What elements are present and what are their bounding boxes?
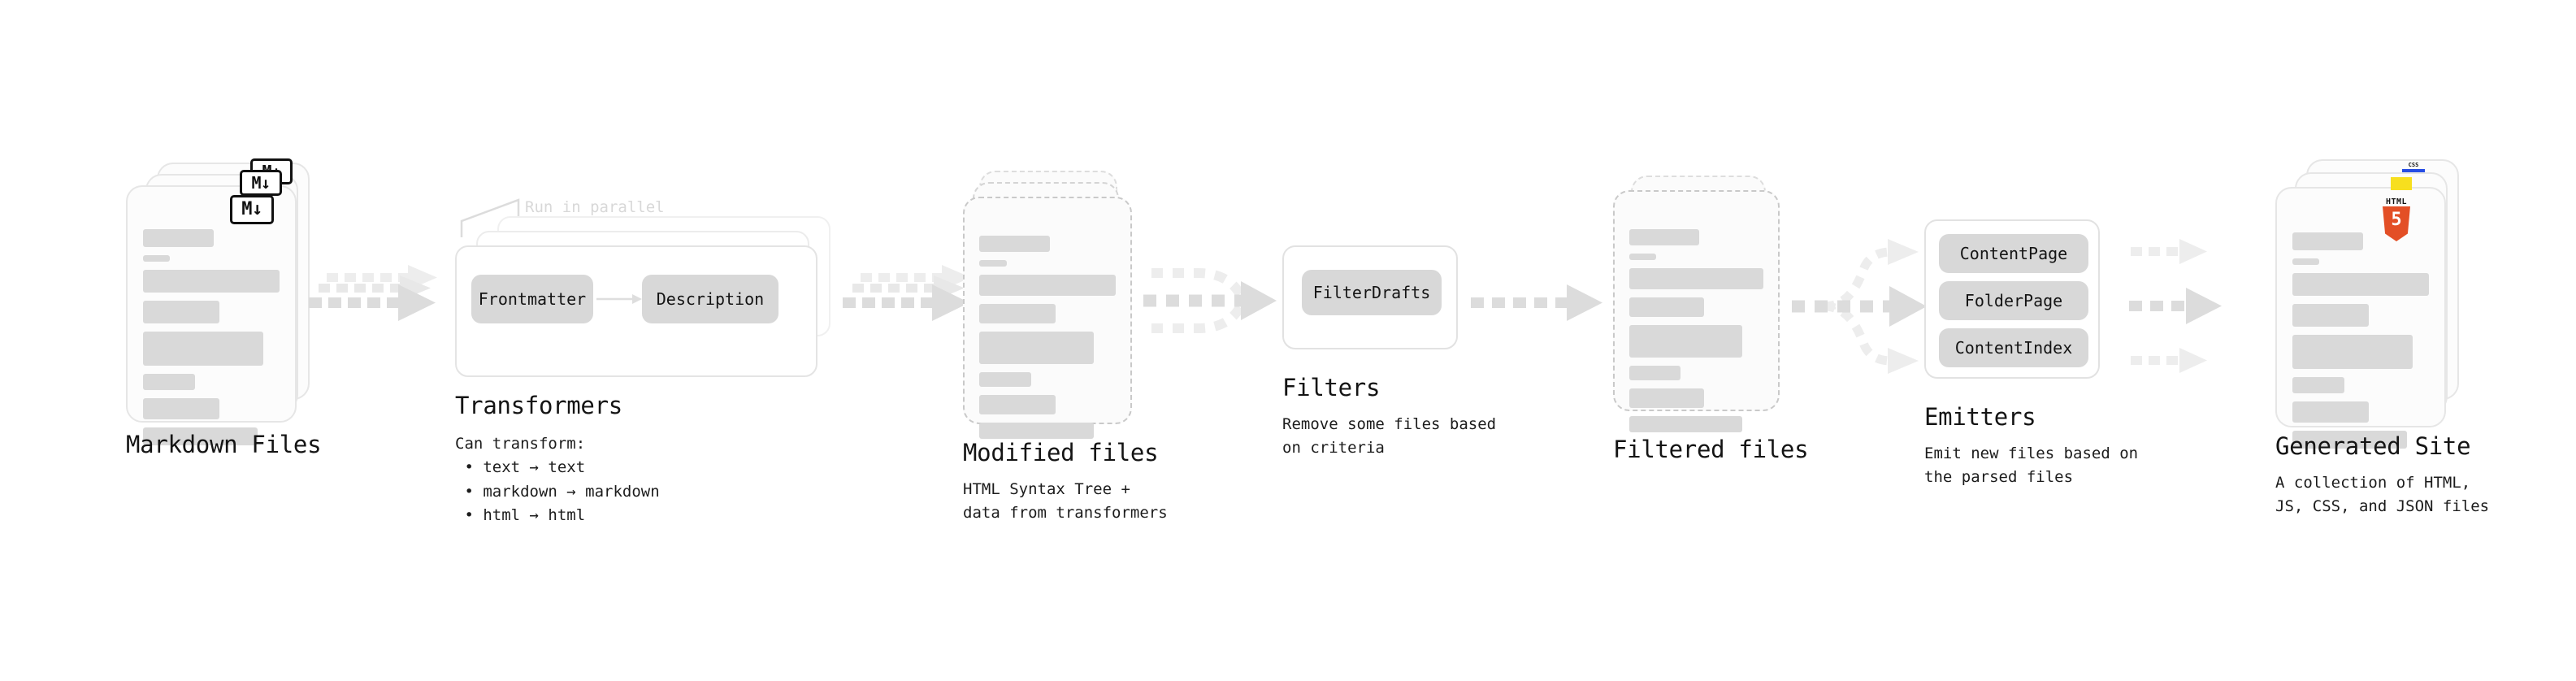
connector-modified-to-filters xyxy=(1142,260,1296,341)
filtered-card-front xyxy=(1613,190,1780,432)
stage-filters: FilterDrafts Filters Remove some files b… xyxy=(1282,245,1542,489)
stage-label-transformers: Transformers xyxy=(455,392,622,419)
markdown-badge: M↓ xyxy=(230,195,274,224)
connector-filters-to-filtered xyxy=(1471,283,1625,332)
css-badge-bar xyxy=(2402,169,2425,172)
css-badge-label: CSS xyxy=(2408,162,2419,168)
transformer-pill-description[interactable]: Description xyxy=(642,275,778,323)
emitters-panel: ContentPage FolderPage ContentIndex xyxy=(1924,219,2100,379)
stage-desc-modified-files: HTML Syntax Tree + data from transformer… xyxy=(963,480,1168,523)
stage-label-filtered-files: Filtered files xyxy=(1613,436,1809,463)
html5-badge-shield: 5 xyxy=(2383,206,2410,241)
html5-badge-word: HTML xyxy=(2385,197,2408,206)
stage-desc-emitters: Emit new files based on the parsed files xyxy=(1924,445,2139,487)
markdown-badge-mid: M↓ xyxy=(240,170,282,196)
site-card-content xyxy=(2292,210,2430,449)
stage-label-emitters: Emitters xyxy=(1924,403,2036,431)
file-card-front xyxy=(126,185,297,445)
site-card-front xyxy=(2275,187,2446,449)
js-badge xyxy=(2391,177,2412,190)
modified-card-content xyxy=(979,219,1116,439)
stage-emitters: ContentPage FolderPage ContentIndex Emit… xyxy=(1924,219,2201,486)
run-in-parallel-bracket xyxy=(460,198,520,237)
filters-panel: FilterDrafts xyxy=(1282,245,1458,349)
run-in-parallel-label: Run in parallel xyxy=(525,198,665,216)
stage-label-generated-site: Generated Site xyxy=(2275,432,2471,460)
stage-label-filters: Filters xyxy=(1282,374,1381,401)
filter-pill-filterdrafts[interactable]: FilterDrafts xyxy=(1302,270,1442,315)
emitter-pill-contentpage[interactable]: ContentPage xyxy=(1939,234,2088,273)
filtered-card-content xyxy=(1629,213,1763,432)
stage-desc-generated-site: A collection of HTML, JS, CSS, and JSON … xyxy=(2275,474,2490,516)
stage-filtered-files: Filtered files xyxy=(1613,176,1809,463)
connector-transformers-to-modified xyxy=(841,265,995,338)
css-badge: CSS xyxy=(2402,163,2425,172)
stage-markdown-files: M↓ M↓ M↓ Markdown Files xyxy=(126,158,322,458)
modified-card-front xyxy=(963,197,1132,439)
stage-label-markdown-files: Markdown Files xyxy=(126,431,322,458)
stage-modified-files: Modified files HTML Syntax Tree + data f… xyxy=(963,171,1168,522)
stage-desc-transformers: Can transform: • text → text • markdown … xyxy=(455,435,660,525)
transformer-frame-front: Frontmatter Description xyxy=(455,245,817,377)
connector-filtered-to-emitters xyxy=(1792,237,1946,375)
transformer-pill-frontmatter[interactable]: Frontmatter xyxy=(471,275,593,323)
stage-desc-filters: Remove some files based on criteria xyxy=(1282,415,1497,458)
connector-markdown-to-transformers xyxy=(307,265,458,338)
emitter-pill-contentindex[interactable]: ContentIndex xyxy=(1939,328,2088,367)
emitter-pill-folderpage[interactable]: FolderPage xyxy=(1939,281,2088,320)
stage-transformers: Run in parallel Frontmatter Description xyxy=(455,192,870,524)
stage-generated-site: CSS HTML 5 Generated Site A collection o… xyxy=(2275,159,2503,515)
connector-emitters-to-site xyxy=(2129,237,2283,375)
stage-label-modified-files: Modified files xyxy=(963,439,1159,466)
html5-badge: HTML 5 xyxy=(2379,198,2413,241)
file-card-content xyxy=(142,208,280,445)
